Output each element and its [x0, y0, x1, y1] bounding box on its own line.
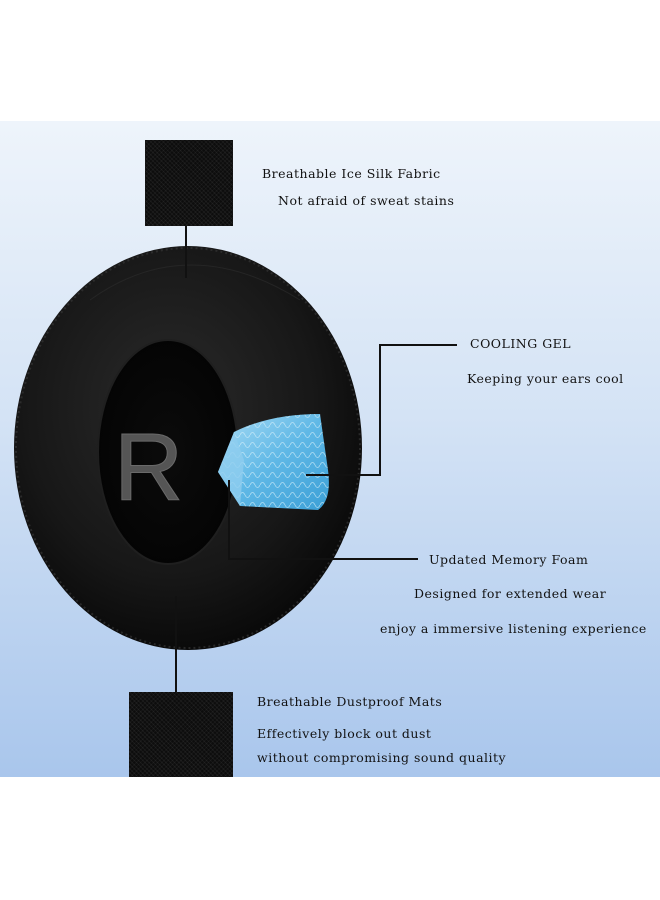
- dust-mats-connector: [175, 596, 177, 692]
- ice-silk-connector: [185, 226, 187, 278]
- ice-silk-title: Breathable Ice Silk Fabric: [262, 166, 441, 181]
- dust-mats-line1: Effectively block out dust: [257, 726, 432, 741]
- cooling-gel-subtitle: Keeping your ears cool: [467, 371, 624, 386]
- cooling-gel-connector-h2: [306, 474, 381, 476]
- ear-pad-rim: [15, 247, 361, 649]
- dust-mat-swatch: [129, 692, 233, 777]
- memory-foam-line1: Designed for extended wear: [414, 586, 607, 601]
- ice-silk-subtitle: Not afraid of sweat stains: [278, 193, 455, 208]
- cooling-gel-title: COOLING GEL: [470, 336, 572, 351]
- memory-foam-title: Updated Memory Foam: [429, 552, 589, 567]
- ear-marker-letter: R: [114, 414, 183, 521]
- cooling-gel-connector-h1: [379, 344, 457, 346]
- dust-mats-line2: without compromising sound quality: [257, 750, 507, 765]
- memory-foam-line2: enjoy a immersive listening experience: [380, 621, 647, 636]
- memory-foam-connector-h: [228, 558, 418, 560]
- memory-foam-connector-v: [228, 480, 230, 560]
- dust-mats-title: Breathable Dustproof Mats: [257, 694, 443, 709]
- ice-silk-swatch: [145, 140, 233, 226]
- cooling-gel-connector-v: [379, 344, 381, 476]
